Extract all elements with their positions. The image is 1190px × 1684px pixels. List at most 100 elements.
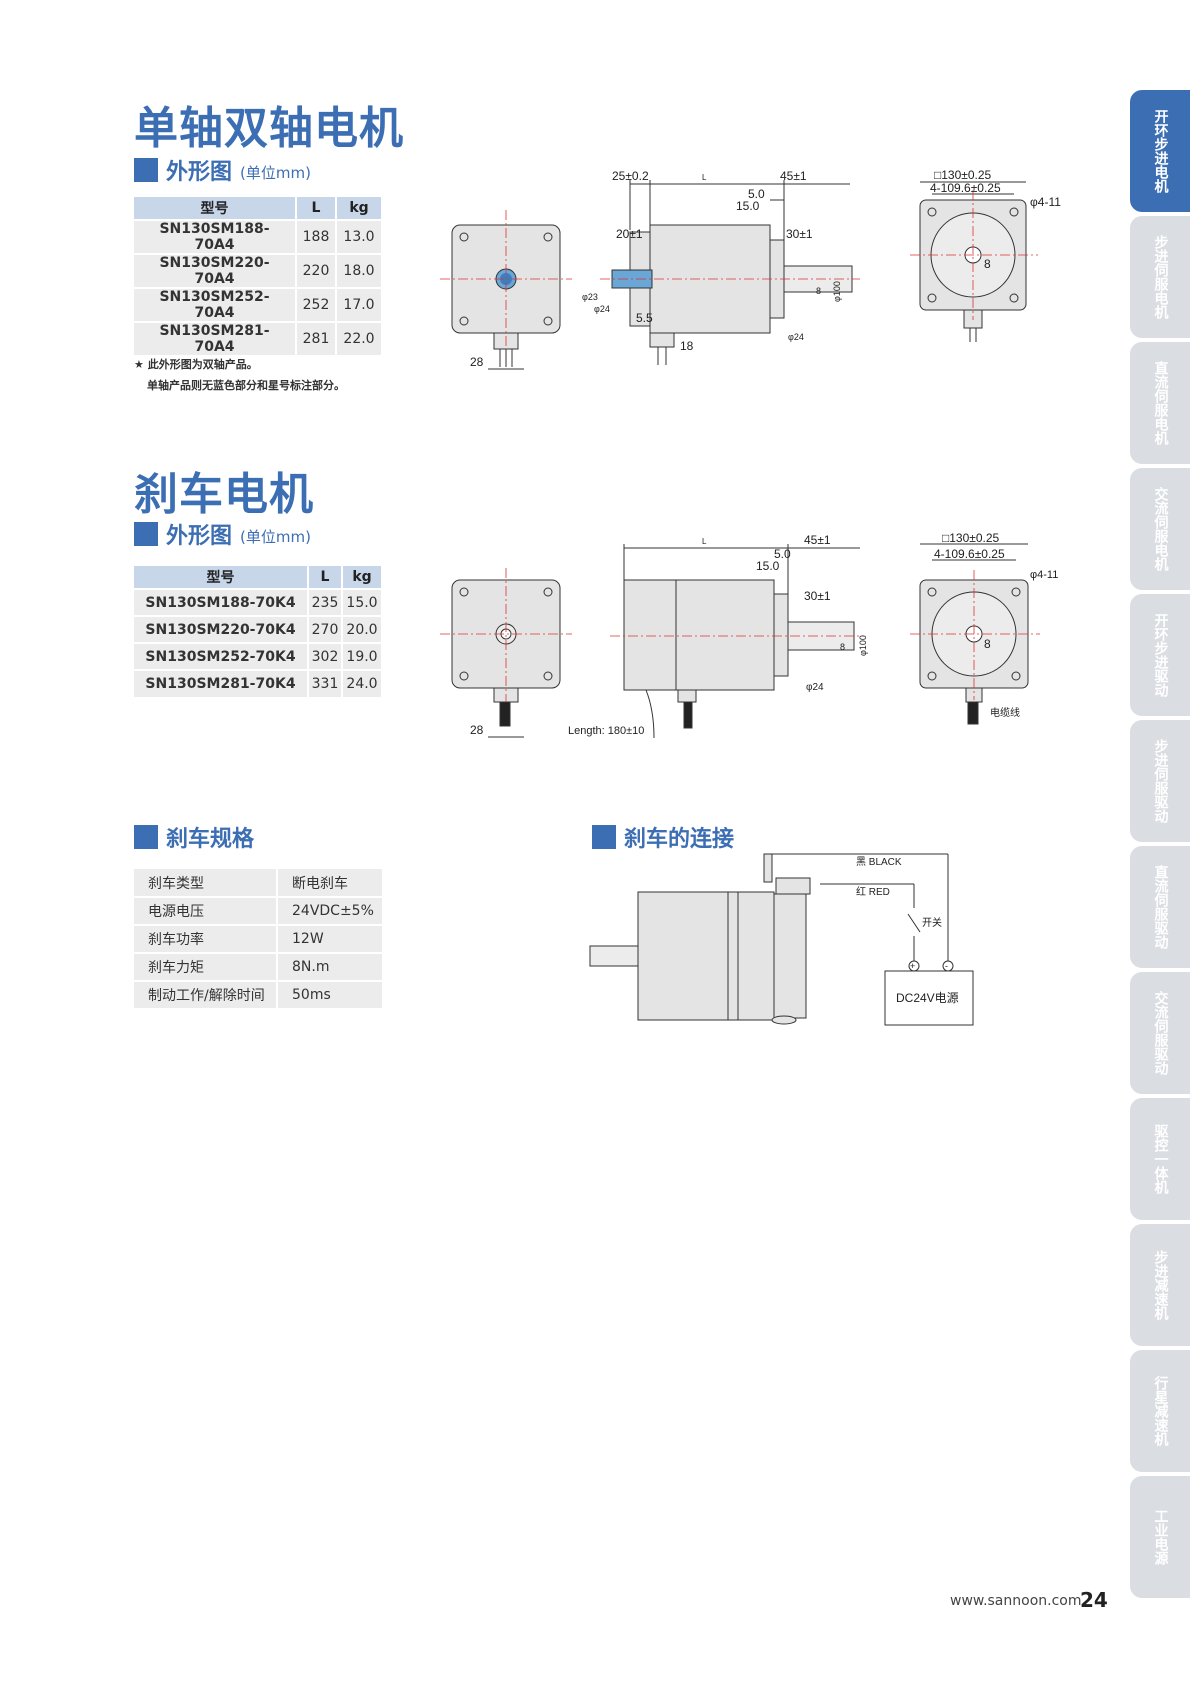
outline-subtitle-2: 外形图 (单位mm) [134,518,311,550]
tab-label: 交流伺服驱动 [1152,991,1169,1075]
website-url[interactable]: www.sannoon.com [950,1593,1082,1609]
table-row: SN130SM281-70K4 331 24.0 [134,669,383,697]
tab-label: 直流伺服驱动 [1152,865,1169,949]
dim-30: 30±1 [786,227,813,241]
table-row: 刹车类型断电刹车 [134,869,382,898]
dim-15: 15.0 [736,199,760,213]
dim-15: 15.0 [756,559,780,573]
spec-key: 刹车类型 [134,869,278,898]
dim-28: 28 [470,723,484,737]
dim-pcd: 4-109.6±0.25 [934,547,1005,561]
dim-square-130: □130±0.25 [934,168,992,182]
tab-open-loop-stepper-driver[interactable]: 开环步进驱动 [1130,594,1190,716]
dim-45: 45±1 [804,533,831,547]
weight-cell: 22.0 [336,321,383,355]
tab-dc-servo-driver[interactable]: 直流伺服驱动 [1130,846,1190,968]
dim-25: 25±0.2 [612,169,649,183]
dim-45: 45±1 [780,169,807,183]
tab-label: 工业电源 [1152,1509,1169,1565]
length-cell: 302 [308,642,343,670]
dim-d24b: φ24 [788,332,804,342]
table-row: SN130SM220-70A4 220 18.0 [134,253,383,288]
dim-30: 30±1 [804,589,831,603]
motor-outline-drawing-2: 28 Length: 180±10 L 45±1 5.0 15.0 30±1 φ… [440,531,1058,739]
header-l: L [308,566,343,589]
outline-subtitle: 外形图 (单位mm) [134,154,311,186]
switch-label: 开关 [922,916,942,929]
table-row: SN130SM252-70A4 252 17.0 [134,287,383,322]
power-supply-label: DC24V电源 [896,991,959,1005]
tab-label: 驱控一体机 [1152,1124,1169,1194]
tab-dc-servo-motor[interactable]: 直流伺服电机 [1130,342,1190,464]
spec-value: 24VDC±5% [277,897,382,926]
plus-terminal: + [910,961,915,971]
red-wire-label: 红 RED [856,885,890,898]
weight-cell: 19.0 [342,642,383,670]
model-cell: SN130SM252-70A4 [134,287,297,322]
tab-planetary-reducer[interactable]: 行星减速机 [1130,1350,1190,1472]
tab-label: 开环步进电机 [1152,109,1169,193]
blue-square-marker [592,825,616,849]
tab-industrial-power[interactable]: 工业电源 [1130,1476,1190,1598]
table-row: SN130SM188-70K4 235 15.0 [134,588,383,616]
dim-28: 28 [470,355,484,369]
tab-label: 开环步进驱动 [1152,613,1169,697]
tab-stepper-servo-driver[interactable]: 步进伺服驱动 [1130,720,1190,842]
brake-connection-label: 刹车的连接 [624,827,735,852]
dim-square-130: □130±0.25 [942,531,1000,545]
spec-value: 12W [277,925,382,954]
tab-integrated-drive[interactable]: 驱控一体机 [1130,1098,1190,1220]
length-cell: 252 [296,287,337,322]
model-cell: SN130SM281-70A4 [134,321,297,355]
dim-d24: φ24 [806,682,824,693]
brake-spec-label: 刹车规格 [166,827,255,852]
spec-value: 断电刹车 [277,869,382,898]
page-number: 24 [1080,1588,1108,1612]
tab-stepper-reducer[interactable]: 步进减速机 [1130,1224,1190,1346]
dim-8b: 8 [984,257,991,271]
spec-table-2: 型号 L kg SN130SM188-70K4 235 15.0 SN130SM… [134,566,383,697]
spec-key: 刹车功率 [134,925,278,954]
header-l: L [296,197,337,220]
tab-ac-servo-driver[interactable]: 交流伺服驱动 [1130,972,1190,1094]
dim-8b: 8 [984,637,991,651]
section-title-single-double-shaft: 单轴双轴电机 [134,103,404,154]
double-shaft-note: ★ 此外形图为双轴产品。 单轴产品则无蓝色部分和星号标注部分。 [134,354,345,396]
length-cell: 270 [308,615,343,643]
tab-label: 步进减速机 [1152,1250,1169,1320]
header-kg: kg [342,566,383,589]
tab-label: 步进伺服电机 [1152,235,1169,319]
spec-key: 刹车力矩 [134,953,278,982]
tab-open-loop-stepper-motor[interactable]: 开环步进电机 [1130,90,1190,212]
brake-spec-subtitle: 刹车规格 [134,821,254,853]
model-cell: SN130SM220-70K4 [134,615,309,643]
dim-5-5: 5.5 [636,311,653,325]
table-row: SN130SM220-70K4 270 20.0 [134,615,383,643]
minus-terminal: - [945,961,948,971]
table-row: SN130SM188-70A4 188 13.0 [134,219,383,254]
dim-5: 5.0 [774,547,791,561]
tab-ac-servo-motor[interactable]: 交流伺服电机 [1130,468,1190,590]
black-wire-label: 黑 BLACK [856,856,902,868]
note-line-1: ★ 此外形图为双轴产品。 [134,358,258,371]
spec-key: 制动工作/解除时间 [134,981,278,1010]
section-title-brake-motor: 刹车电机 [134,469,314,520]
dim-5: 5.0 [748,187,765,201]
model-cell: SN130SM188-70A4 [134,219,297,254]
tab-label: 步进伺服驱动 [1152,739,1169,823]
dim-8: 8 [816,286,821,296]
spec-table-1: 型号 L kg SN130SM188-70A4 188 13.0 SN130SM… [134,197,383,355]
table-row: SN130SM252-70K4 302 19.0 [134,642,383,670]
dim-20: 20±1 [616,227,643,241]
cable-label: 电缆线 [990,706,1020,719]
weight-cell: 13.0 [336,219,383,254]
tab-stepper-servo-motor[interactable]: 步进伺服电机 [1130,216,1190,338]
dim-d24a: φ24 [594,304,610,314]
table-row: SN130SM281-70A4 281 22.0 [134,321,383,355]
tab-label: 行星减速机 [1152,1376,1169,1446]
brake-wiring-diagram: 黑 BLACK 红 RED 开关 + - DC24V电源 [589,853,974,1026]
dim-18: 18 [680,339,694,353]
note-line-2: 单轴产品则无蓝色部分和星号标注部分。 [147,379,345,392]
weight-cell: 18.0 [336,253,383,288]
